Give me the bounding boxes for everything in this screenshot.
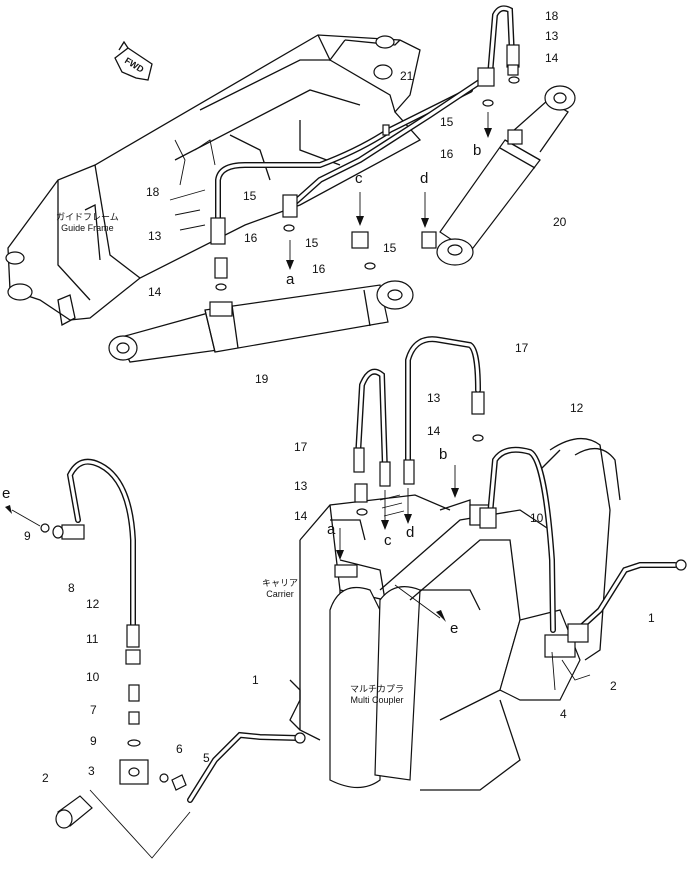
connection-letter-c: c bbox=[355, 170, 363, 187]
callout-13: 13 bbox=[148, 229, 162, 243]
callout-9: 9 bbox=[90, 734, 97, 748]
callout-18: 18 bbox=[146, 185, 160, 199]
callout-14: 14 bbox=[294, 509, 308, 523]
callout-10: 10 bbox=[86, 670, 100, 684]
connection-letter-a: a bbox=[327, 521, 336, 538]
upper-connection-arrows bbox=[286, 112, 492, 270]
lift-cylinder-left bbox=[108, 280, 414, 363]
callout-13: 13 bbox=[427, 391, 441, 405]
callout-3: 3 bbox=[88, 764, 95, 778]
callout-2: 2 bbox=[610, 679, 617, 693]
callout-19: 19 bbox=[255, 372, 269, 386]
callout-1: 1 bbox=[252, 673, 259, 687]
connection-letter-c: c bbox=[384, 532, 392, 549]
callout-4: 4 bbox=[560, 707, 567, 721]
callout-8: 8 bbox=[68, 581, 75, 595]
callout-13: 13 bbox=[545, 29, 559, 43]
upper-fittings bbox=[214, 64, 520, 291]
callout-16: 16 bbox=[440, 147, 454, 161]
carrier-note: キャリア Carrier bbox=[262, 578, 299, 599]
guide-frame-note: ガイドフレーム Guide Frame bbox=[56, 212, 119, 233]
callout-7: 7 bbox=[90, 703, 97, 717]
carrier-connection-arrows bbox=[336, 465, 459, 622]
exploded-parts bbox=[5, 458, 306, 859]
connection-letter-b: b bbox=[473, 142, 482, 159]
callout-14: 14 bbox=[148, 285, 162, 299]
callout-13: 13 bbox=[294, 479, 308, 493]
callout-15: 15 bbox=[383, 241, 397, 255]
callout-18: 18 bbox=[545, 9, 559, 23]
callout-20: 20 bbox=[553, 215, 567, 229]
callout-1: 1 bbox=[648, 611, 655, 625]
callout-17: 17 bbox=[515, 341, 529, 355]
callout-11: 11 bbox=[86, 632, 99, 646]
guide-frame bbox=[5, 34, 422, 327]
callout-5: 5 bbox=[203, 751, 210, 765]
callout-21: 21 bbox=[400, 69, 414, 83]
callout-16: 16 bbox=[244, 231, 258, 245]
upper-hoses bbox=[210, 5, 520, 245]
carrier-fittings bbox=[354, 434, 591, 691]
callout-10: 10 bbox=[530, 511, 544, 525]
callout-2: 2 bbox=[42, 771, 49, 785]
lift-cylinder-right bbox=[436, 85, 576, 266]
connection-letter-a: a bbox=[286, 271, 295, 288]
callout-6: 6 bbox=[176, 742, 183, 756]
callout-17: 17 bbox=[294, 440, 308, 454]
connection-letter-e: e bbox=[2, 485, 11, 502]
callout-15: 15 bbox=[440, 115, 454, 129]
carrier-hoses bbox=[353, 336, 687, 633]
connection-letter-e: e bbox=[450, 620, 459, 637]
callout-9: 9 bbox=[24, 529, 31, 543]
callout-12: 12 bbox=[570, 401, 584, 415]
callout-12: 12 bbox=[86, 597, 100, 611]
connection-letter-b: b bbox=[439, 446, 448, 463]
multi-coupler-note: マルチカプラ Multi Coupler bbox=[350, 684, 405, 705]
connection-letter-d: d bbox=[420, 170, 429, 187]
carrier-assembly bbox=[289, 438, 621, 791]
connection-letter-d: d bbox=[406, 524, 415, 541]
callout-14: 14 bbox=[545, 51, 559, 65]
callout-15: 15 bbox=[305, 236, 319, 250]
fwd-arrow-icon bbox=[114, 40, 153, 81]
callout-15: 15 bbox=[243, 189, 257, 203]
callout-14: 14 bbox=[427, 424, 441, 438]
callout-16: 16 bbox=[312, 262, 326, 276]
